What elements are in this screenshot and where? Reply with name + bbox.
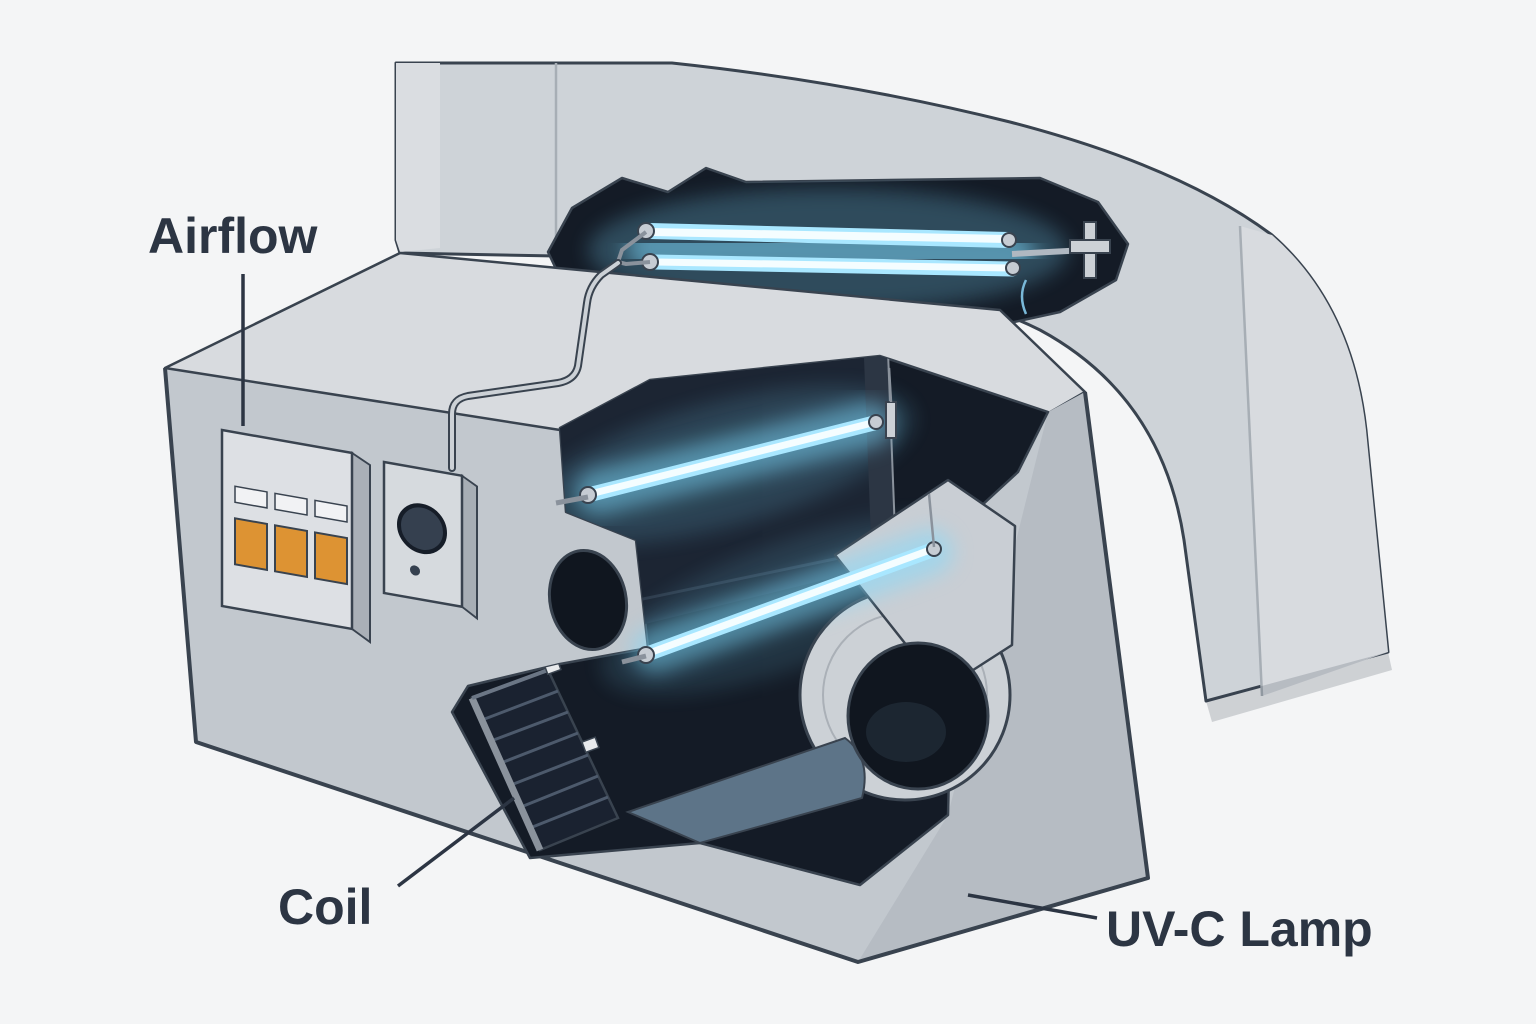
- coil-frame-top: [471, 668, 549, 700]
- coil-frame-left: [468, 696, 544, 852]
- lamp-tube-core: [648, 546, 934, 656]
- fan-inlet-hub: [866, 702, 946, 762]
- lamp-end-cap: [868, 414, 884, 430]
- power-conduit: [448, 259, 622, 472]
- annotations: Airflow Coil UV-C Lamp: [148, 208, 1373, 957]
- duct-left-highlight: [396, 63, 440, 252]
- coil-fin: [481, 689, 559, 722]
- lamp-lead-wire: [616, 230, 648, 263]
- lamp-tube-core: [648, 228, 1010, 243]
- switch-knob: [397, 503, 447, 555]
- lamp-tube-core: [590, 419, 876, 497]
- lamp-stub: [555, 494, 589, 506]
- breaker-switch: [314, 531, 348, 586]
- control-panel-side: [351, 451, 371, 644]
- switch-box-side: [461, 473, 478, 621]
- lamp-hanger-wire: [887, 367, 893, 403]
- uvc-lamp-label: UV-C Lamp: [1106, 901, 1373, 957]
- uvc-lamp-leader-line: [967, 893, 1098, 920]
- duct-fold-line-right: [1238, 225, 1264, 697]
- lamp-end-cap: [579, 486, 597, 504]
- disconnect-switch-box: [382, 460, 478, 621]
- coil-leader-line: [396, 796, 516, 888]
- conduit-core: [450, 261, 620, 470]
- coil-fin: [520, 774, 599, 809]
- drain-pan-floor: [625, 736, 866, 845]
- lamp-stub: [621, 653, 647, 665]
- breaker-switch: [274, 524, 308, 579]
- indicator-window: [314, 499, 348, 523]
- coil-label: Coil: [278, 879, 372, 935]
- lamp-bracket: [885, 401, 897, 439]
- coil-fin: [490, 710, 569, 743]
- access-hole: [547, 548, 629, 652]
- coil-clip: [581, 736, 600, 754]
- coil-fin: [510, 753, 589, 787]
- uv-lamp-bottom: [621, 493, 953, 673]
- lamp-hanger-wire: [927, 493, 936, 548]
- coil-fin: [529, 795, 609, 830]
- lamp-dangling-wire: [1020, 279, 1028, 315]
- control-panel: [220, 428, 371, 644]
- duct-cutaway-opening: [546, 166, 1130, 334]
- uv-lamp-top-glow-group: [588, 188, 1068, 312]
- duct-leg-shadow: [1206, 652, 1392, 722]
- airflow-label: Airflow: [148, 208, 318, 264]
- indicator-window: [274, 492, 308, 516]
- uv-lamp-top-fittings: [616, 221, 1111, 315]
- uv-lamp-middle-fittings: [555, 367, 897, 506]
- breaker-switch: [234, 517, 268, 572]
- lamp-halo: [627, 222, 1035, 280]
- switch-indicator-dot: [410, 565, 420, 576]
- lamp-end-cap: [1001, 232, 1017, 248]
- indicator-window: [234, 485, 268, 509]
- cooling-coil: [468, 658, 620, 852]
- lamp-end-cap: [1005, 260, 1021, 276]
- coil-fin: [500, 731, 579, 765]
- body-edge-outline: [163, 367, 1150, 964]
- duct-right-highlight: [1240, 226, 1388, 696]
- lamp-lead-wire: [617, 260, 651, 267]
- lamp-bracket: [1069, 239, 1111, 254]
- lamp-tube-core: [652, 258, 1014, 272]
- body-cutaway-opening: [450, 354, 1050, 887]
